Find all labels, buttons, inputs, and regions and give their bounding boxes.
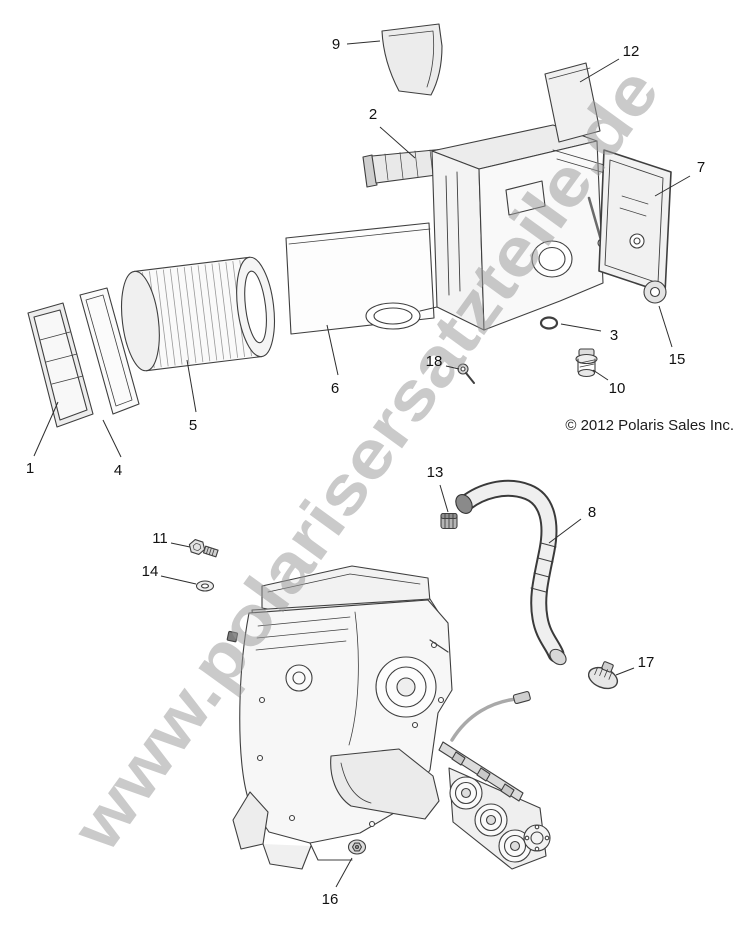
part-cover-panel	[27, 302, 94, 428]
callout-leader-18	[445, 365, 460, 370]
callout-number-16: 16	[322, 891, 339, 908]
part-breather-hose	[455, 479, 567, 666]
part-airbox-body	[365, 124, 647, 331]
part-air-filter	[121, 256, 275, 372]
callout-number-7: 7	[697, 159, 705, 176]
callout-leader-16	[335, 857, 353, 888]
part-top-cover	[381, 23, 443, 96]
callout-leader-8	[548, 518, 582, 544]
callout-number-12: 12	[623, 43, 640, 60]
part-seal-frame	[79, 287, 140, 415]
callout-leader-14	[160, 575, 197, 585]
callout-leader-4	[102, 419, 122, 458]
callout-number-14: 14	[142, 563, 159, 580]
part-engine-assembly	[232, 565, 551, 870]
part-bolt	[188, 539, 219, 558]
callout-number-11: 11	[152, 530, 168, 547]
part-grommet	[643, 280, 667, 304]
callout-number-1: 1	[26, 460, 34, 477]
callout-leader-9	[346, 40, 381, 45]
callout-number-9: 9	[332, 36, 340, 53]
callout-number-8: 8	[588, 504, 596, 521]
part-clamp-small	[440, 512, 458, 530]
callout-number-6: 6	[331, 380, 339, 397]
part-washer	[195, 580, 215, 592]
callout-leader-6	[326, 324, 339, 376]
callout-number-3: 3	[610, 327, 618, 344]
part-flange-bolt	[347, 839, 367, 855]
callout-number-15: 15	[669, 351, 686, 368]
part-foam-seal	[544, 62, 601, 143]
part-oring	[539, 316, 559, 330]
callout-leader-10	[592, 369, 609, 381]
callout-leader-15	[658, 305, 673, 348]
part-fitting	[575, 348, 598, 378]
callout-number-2: 2	[369, 106, 377, 123]
callout-number-17: 17	[638, 654, 655, 671]
callout-number-5: 5	[189, 417, 197, 434]
callout-number-18: 18	[426, 353, 443, 370]
copyright-text: © 2012 Polaris Sales Inc.	[565, 417, 734, 434]
part-small-nut	[226, 630, 239, 643]
part-hose-clamp	[587, 661, 619, 690]
callout-leader-13	[439, 484, 449, 513]
callout-leader-3	[560, 323, 602, 332]
callout-leader-1	[33, 401, 59, 457]
callout-leader-2	[379, 126, 416, 159]
callout-leader-11	[170, 542, 191, 548]
callout-number-4: 4	[114, 462, 122, 479]
callout-leader-17	[615, 667, 635, 676]
callout-number-13: 13	[427, 464, 444, 481]
callout-leader-5	[186, 359, 197, 413]
callout-leader-7	[654, 175, 691, 197]
callout-number-10: 10	[609, 380, 626, 397]
callout-leader-12	[579, 58, 620, 83]
